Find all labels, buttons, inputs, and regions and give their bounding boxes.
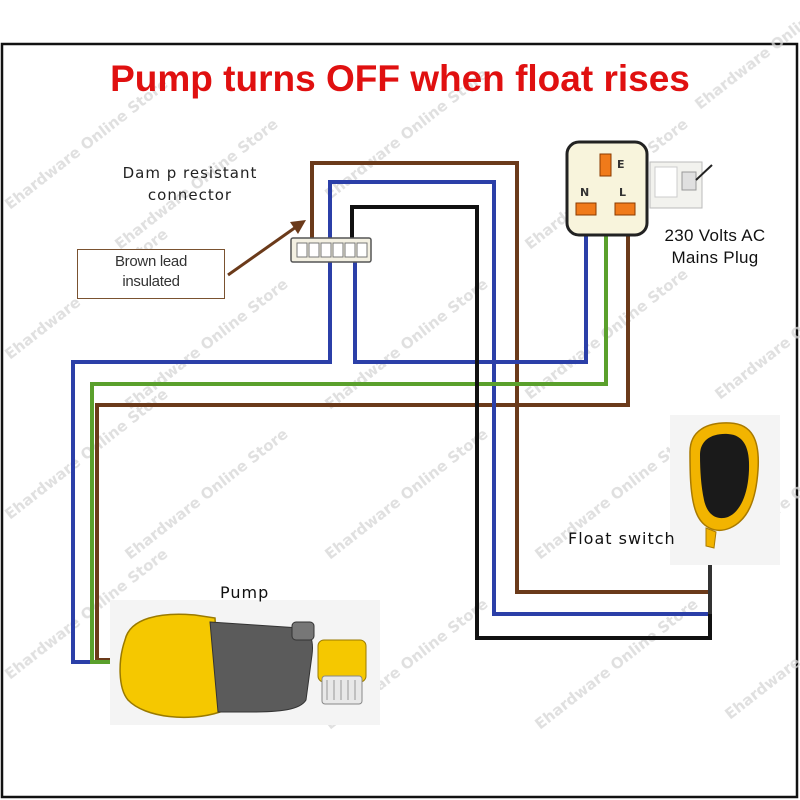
blue-wire-pump bbox=[71, 245, 332, 664]
blue-wire-float bbox=[328, 180, 710, 616]
diagram-title: Pump turns OFF when float rises bbox=[110, 58, 690, 99]
mains-label-line2: Mains Plug bbox=[671, 248, 759, 267]
connector-label: Dam p resistant connector bbox=[100, 162, 280, 206]
mains-plug bbox=[565, 140, 649, 237]
brown-note-line1: Brown lead bbox=[114, 253, 188, 270]
connector-arrow bbox=[227, 220, 306, 277]
mains-plug-label: 230 Volts AC Mains Plug bbox=[640, 225, 790, 269]
black-wire-float bbox=[350, 205, 712, 640]
brown-wire-float bbox=[310, 161, 710, 594]
connector-label-line2: connector bbox=[147, 186, 233, 204]
green-wire-earth bbox=[90, 185, 608, 664]
plug-letter-neutral: N bbox=[580, 186, 590, 199]
float-switch-label: Float switch bbox=[568, 529, 676, 548]
brown-lead-note: Brown lead insulated bbox=[77, 249, 225, 299]
plug-pin-neutral bbox=[575, 202, 597, 216]
pump-label: Pump bbox=[220, 583, 270, 602]
plug-letter-earth: E bbox=[617, 158, 625, 171]
float-switch-device bbox=[670, 415, 780, 565]
plug-pin-earth bbox=[599, 153, 612, 177]
damp-resistant-connector bbox=[290, 237, 372, 263]
brown-note-line2: insulated bbox=[122, 273, 180, 290]
plug-letter-live: L bbox=[619, 186, 627, 199]
connector-label-line1: Dam p resistant bbox=[122, 164, 258, 182]
plug-photo-icon bbox=[649, 161, 713, 209]
blue-wire-neutral bbox=[353, 212, 588, 364]
pump-device bbox=[110, 600, 380, 725]
plug-pin-live bbox=[614, 202, 636, 216]
mains-label-line1: 230 Volts AC bbox=[664, 226, 766, 245]
